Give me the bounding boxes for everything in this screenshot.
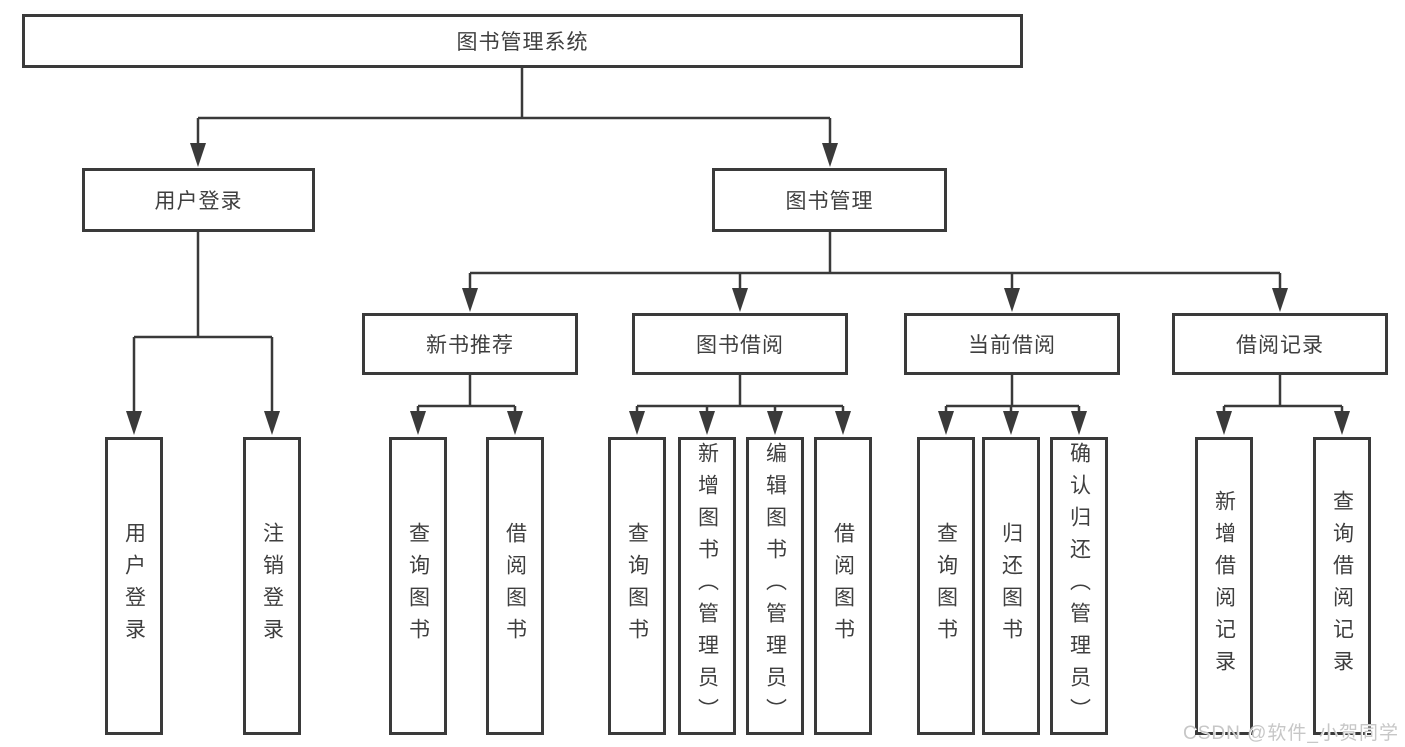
- node-leaf-nb-borrow-books-label: 借阅图书: [503, 522, 527, 650]
- arrowhead-icons: [126, 143, 1350, 435]
- node-leaf-nb-query-books: 查询图书: [389, 437, 447, 735]
- node-current-borrow-label: 当前借阅: [968, 334, 1056, 357]
- node-borrow-records-label: 借阅记录: [1236, 334, 1324, 357]
- node-leaf-bb-edit-books-admin-label: 编辑图书（管理员）: [763, 442, 787, 730]
- node-leaf-br-add-record-label: 新增借阅记录: [1212, 490, 1236, 682]
- node-leaf-br-add-record: 新增借阅记录: [1195, 437, 1253, 735]
- node-root-system: 图书管理系统: [22, 14, 1023, 68]
- node-leaf-br-query-record: 查询借阅记录: [1313, 437, 1371, 735]
- node-leaf-logout: 注销登录: [243, 437, 301, 735]
- node-leaf-cb-query-books-label: 查询图书: [934, 522, 958, 650]
- node-leaf-bb-query-books: 查询图书: [608, 437, 666, 735]
- node-leaf-nb-query-books-label: 查询图书: [406, 522, 430, 650]
- node-leaf-bb-add-books-admin: 新增图书（管理员）: [678, 437, 736, 735]
- node-leaf-cb-query-books: 查询图书: [917, 437, 975, 735]
- node-user-login: 用户登录: [82, 168, 315, 232]
- node-borrow-records: 借阅记录: [1172, 313, 1388, 375]
- node-leaf-logout-label: 注销登录: [260, 522, 284, 650]
- node-current-borrow: 当前借阅: [904, 313, 1120, 375]
- node-leaf-bb-borrow-books-label: 借阅图书: [831, 522, 855, 650]
- node-book-borrow: 图书借阅: [632, 313, 848, 375]
- node-leaf-cb-return-books-label: 归还图书: [999, 522, 1023, 650]
- node-leaf-cb-confirm-return-admin-label: 确认归还（管理员）: [1067, 442, 1091, 730]
- node-leaf-cb-confirm-return-admin: 确认归还（管理员）: [1050, 437, 1108, 735]
- node-book-borrow-label: 图书借阅: [696, 334, 784, 357]
- csdn-watermark: CSDN @软件_小贺同学: [1183, 723, 1399, 744]
- node-leaf-bb-add-books-admin-label: 新增图书（管理员）: [695, 442, 719, 730]
- node-root-system-label: 图书管理系统: [456, 31, 589, 54]
- node-leaf-br-query-record-label: 查询借阅记录: [1330, 490, 1354, 682]
- node-new-book-recommend: 新书推荐: [362, 313, 578, 375]
- node-leaf-user-login: 用户登录: [105, 437, 163, 735]
- node-user-login-label: 用户登录: [154, 190, 243, 213]
- node-book-management-label: 图书管理: [785, 190, 874, 213]
- node-leaf-bb-borrow-books: 借阅图书: [814, 437, 872, 735]
- node-book-management: 图书管理: [712, 168, 947, 232]
- node-leaf-user-login-label: 用户登录: [122, 522, 146, 650]
- node-leaf-cb-return-books: 归还图书: [982, 437, 1040, 735]
- node-leaf-nb-borrow-books: 借阅图书: [486, 437, 544, 735]
- node-leaf-bb-edit-books-admin: 编辑图书（管理员）: [746, 437, 804, 735]
- node-new-book-recommend-label: 新书推荐: [426, 334, 514, 357]
- node-leaf-bb-query-books-label: 查询图书: [625, 522, 649, 650]
